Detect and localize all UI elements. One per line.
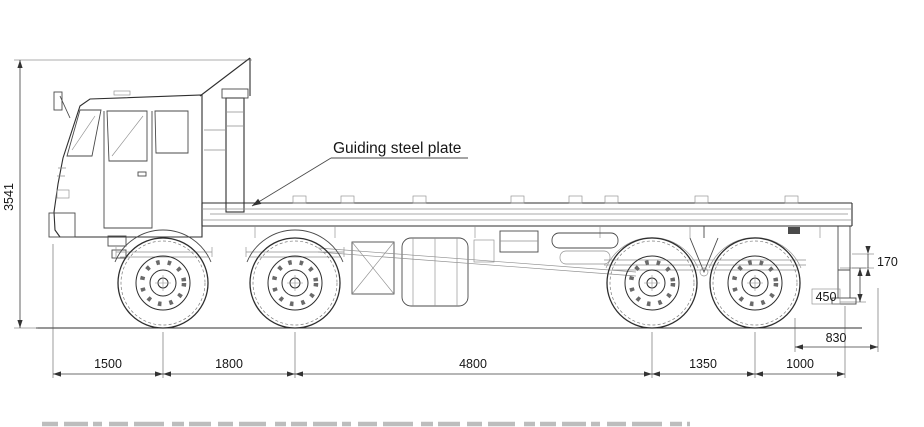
dimension-rear-step: 170 — [852, 253, 898, 269]
dimension-rear-span: 830 — [794, 288, 879, 352]
dimension-arrows — [17, 60, 878, 377]
cab-step-upper — [107, 235, 127, 247]
exhaust-stack — [204, 88, 249, 213]
dim-rear-span: 830 — [826, 331, 847, 345]
bogie-equalizer — [689, 226, 719, 277]
wheel-3 — [606, 237, 698, 329]
dim-wheelbase: 4800 — [459, 357, 487, 371]
mirror — [53, 91, 63, 111]
drive-shaft — [317, 247, 637, 277]
fender-arch-4 — [708, 237, 802, 269]
wheel-2 — [249, 237, 341, 329]
dim-axle1-axle2: 1800 — [215, 357, 243, 371]
headlight — [56, 189, 70, 199]
rear-step-bracket — [831, 226, 857, 305]
door-handle — [137, 171, 147, 177]
fender-arch-2 — [246, 229, 344, 263]
wind-deflector — [199, 57, 251, 97]
frame-brackets — [292, 195, 799, 204]
callout-label: Guiding steel plate — [333, 140, 461, 157]
small-box — [473, 239, 495, 263]
wheel-4 — [709, 237, 801, 329]
wheel-1 — [117, 237, 209, 329]
callout-guiding-steel-plate: Guiding steel plate — [251, 140, 468, 207]
cab-step-lower — [111, 249, 127, 259]
toolbox — [499, 230, 539, 253]
dimension-rear-frame-height: 450 — [811, 267, 866, 305]
leader-arrowhead — [252, 198, 262, 206]
chassis-frame — [201, 195, 857, 305]
dim-front-overhang: 1500 — [94, 357, 122, 371]
front-leaf-springs — [115, 247, 345, 258]
dim-rear-overhang: 1000 — [786, 357, 814, 371]
fuel-tank — [401, 237, 469, 307]
truck-cab — [48, 90, 203, 259]
battery-box — [351, 241, 395, 295]
dimension-chain-bottom: 1500 1800 4800 1350 1000 — [52, 244, 846, 378]
rear-guide-block — [788, 227, 800, 234]
wheels — [117, 237, 801, 329]
front-bumper — [48, 212, 76, 238]
fender-arch-3 — [605, 237, 699, 269]
under-chassis-equipment — [114, 226, 806, 307]
dim-overall-height: 3541 — [2, 183, 16, 211]
mirror-arm — [59, 95, 71, 119]
windshield — [66, 109, 102, 157]
dim-axle3-axle4: 1350 — [689, 357, 717, 371]
door-window — [106, 110, 148, 162]
fender-arch-1 — [114, 229, 212, 263]
dim-rear-frame-height: 450 — [816, 290, 837, 304]
rear-quarter-window — [154, 110, 189, 154]
dimension-overall-height: 3541 — [2, 59, 252, 329]
cab-door — [103, 111, 153, 229]
air-tanks — [551, 232, 619, 265]
dim-rear-step-height: 170 — [877, 255, 898, 269]
roof-hatch — [113, 90, 131, 96]
